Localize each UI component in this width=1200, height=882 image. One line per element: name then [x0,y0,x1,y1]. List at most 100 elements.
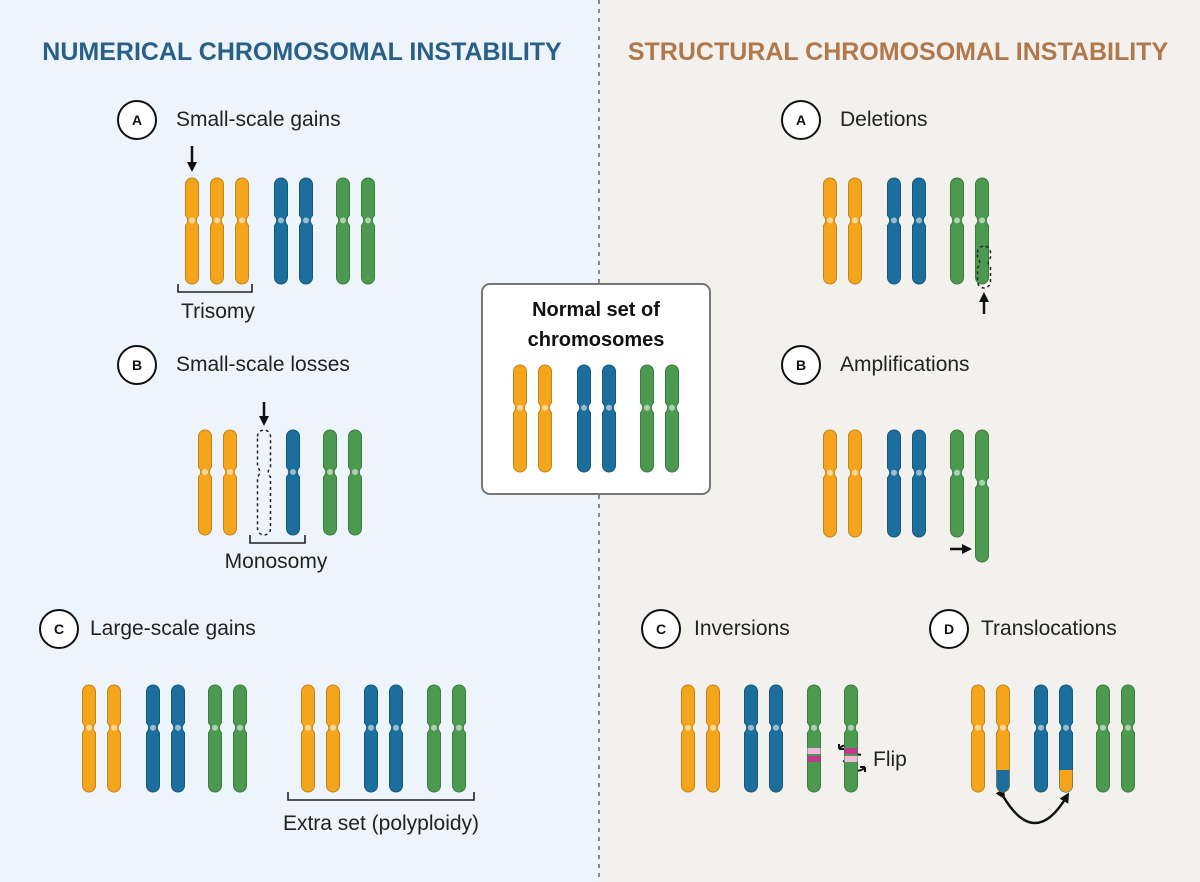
chromosome [996,684,1010,793]
chromosome [286,429,300,536]
chromosome [665,364,679,473]
centromere [456,724,462,731]
chromosome [577,364,591,473]
centromere [773,724,779,731]
centromere [290,469,296,475]
chromosome [1034,684,1048,793]
chromosome [348,429,362,536]
chromosome [848,177,862,285]
chromosome [975,177,989,285]
chromosome [299,177,313,285]
chromosome [361,177,375,285]
centromere [111,724,117,731]
centromere [202,469,208,475]
centromere [979,479,985,486]
centromere [852,217,858,224]
badge-right-b: B [781,345,821,385]
chromosome [171,684,185,793]
normal-set-title-line2: chromosomes [528,329,665,351]
centromere [278,217,284,224]
chromosome [681,684,695,793]
centromere [827,469,833,476]
chromosome [950,177,964,285]
section-label-deletions: Deletions [840,108,928,131]
chromosome [274,177,288,285]
section-label-inversions: Inversions [694,617,790,640]
inversion-band [807,748,821,754]
svg-text:B: B [796,357,806,373]
section-label-small-scale-losses: Small-scale losses [176,353,350,376]
chromosome [107,684,121,793]
centromere [852,469,858,476]
centromere [916,217,922,224]
centromere [542,404,548,411]
chromosome [326,684,340,793]
chromosome [744,684,758,793]
chromosome [823,429,837,538]
centromere [431,724,437,731]
chromosome [235,177,249,285]
amplified-chromosome [975,429,989,563]
chromosome [233,684,247,793]
centromere [340,217,346,224]
centromere [214,217,220,224]
inverted-chromosome [844,684,858,793]
polyploidy-bracket [287,792,475,801]
centromere [368,724,374,731]
centromere [954,217,960,224]
centromere [150,724,156,731]
centromere [811,724,817,731]
centromere [916,469,922,476]
centromere [891,217,897,224]
centromere [748,724,754,731]
trisomy-bracket [177,284,253,293]
centromere [212,724,218,731]
chromosome [950,429,964,538]
centromere [1125,724,1131,731]
centromere [352,469,358,475]
chromosome [848,429,862,538]
curved-double-arrow-icon [995,788,1070,825]
centromere [305,724,311,731]
centromere [237,724,243,731]
chromosome [1059,684,1073,793]
badge-left-a: A [117,100,157,140]
centromere [644,404,650,411]
inversion-band [807,756,821,762]
chromosome [912,177,926,285]
centromere [685,724,691,731]
centromere [1100,724,1106,731]
centromere [1063,724,1069,731]
chromosome [538,364,552,473]
centromere [975,724,981,731]
svg-text:A: A [132,112,142,128]
chromosome [602,364,616,473]
section-label-translocations: Translocations [981,617,1117,640]
badge-right-c: C [641,609,681,649]
centromere [330,724,336,731]
centromere [86,724,92,731]
chromosome [769,684,783,793]
centromere [227,469,233,475]
left-panel-title: NUMERICAL CHROMOSOMAL INSTABILITY [42,38,562,66]
inversion-band [844,748,858,754]
chromosome [640,364,654,473]
chromosome [807,684,821,793]
chromosome [706,684,720,793]
normal-set-title-line1: Normal set of [532,299,660,321]
inversion-band [844,756,858,762]
centromere [669,404,675,411]
centromere [365,217,371,224]
centromere [239,217,245,224]
svg-text:D: D [944,621,954,637]
chromosome [1096,684,1110,793]
section-label-large-scale-gains: Large-scale gains [90,617,256,640]
centromere [979,217,985,224]
translocated-segment [1059,770,1073,792]
centromere [1000,724,1006,731]
svg-text:C: C [54,621,64,637]
svg-text:B: B [132,357,142,373]
badge-right-a: A [781,100,821,140]
chromosome [971,684,985,793]
chromosome [301,684,315,793]
